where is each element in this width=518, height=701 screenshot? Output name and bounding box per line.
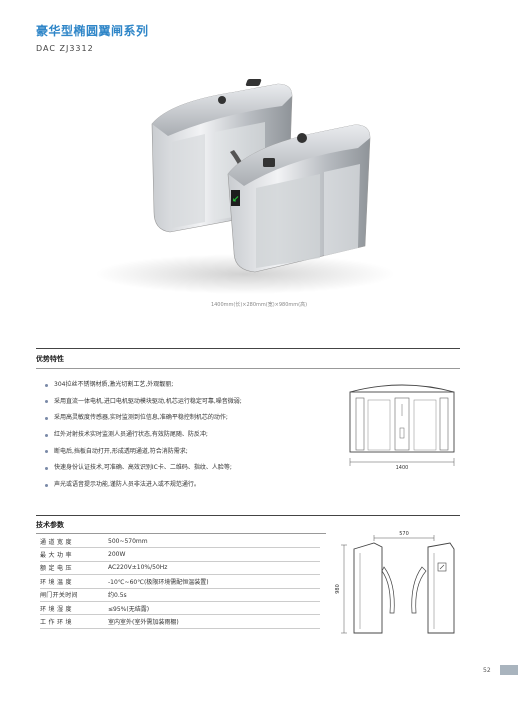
list-item: 断电后,挡板自动打开,形成透明通道,符合消防需求;: [40, 447, 340, 464]
turnstile-illustration: ↙: [95, 79, 395, 294]
specs-rule-top: [36, 515, 460, 516]
specs-heading: 技术参数: [36, 521, 64, 529]
bullet-icon: [45, 400, 48, 404]
page-number: 52: [483, 667, 491, 674]
front-elevation-drawing: 1400: [349, 384, 455, 471]
table-row: 环 境 温 度-10℃~60℃(极限环境需配恒温装置): [40, 574, 320, 589]
table-row: 闸门开关时间约0.5s: [40, 588, 320, 602]
bullet-icon: [45, 450, 48, 454]
list-item: 快速身份认证技术,可准确、高效识别IC卡、二维码、指纹、人脸等;: [40, 463, 340, 480]
list-item: 红外对射技术实时监测人员通行状态,有效防尾随、防反冲;: [40, 430, 340, 447]
specs-rule-bottom: [36, 533, 326, 534]
bullet-icon: [45, 416, 48, 420]
list-item: 采用直流一体电机,进口电机驱动模块驱动,机芯运行稳定可靠,噪音微弱;: [40, 397, 340, 414]
advantages-rule-top: [36, 348, 460, 349]
svg-text:↙: ↙: [232, 195, 240, 205]
advantages-heading: 优势特性: [36, 355, 64, 363]
front-width-label: 1400: [396, 465, 409, 471]
list-item: 声光或语音提示功能,谨防人员非法进入或不规范通行。: [40, 480, 340, 497]
bullet-icon: [45, 483, 48, 487]
advantages-list: 304拉丝不锈钢材质,激光切割工艺,外观靓丽; 采用直流一体电机,进口电机驱动模…: [40, 380, 340, 497]
table-row: 环 境 湿 度≤95%(无结露): [40, 601, 320, 616]
list-item: 304拉丝不锈钢材质,激光切割工艺,外观靓丽;: [40, 380, 340, 397]
product-image: ↙: [20, 62, 500, 324]
side-height-label: 980: [335, 584, 341, 594]
side-elevation-drawing: 570 980: [335, 531, 455, 634]
table-row: 工 作 环 境室内室外(室外需加装雨棚): [40, 614, 320, 629]
page-title: 豪华型椭圆翼闸系列: [36, 24, 149, 38]
list-item: 采用高灵敏度传感器,实时监测到位信息,准确平稳控制机芯的动作;: [40, 413, 340, 430]
page-tab-marker: [500, 665, 518, 675]
bullet-icon: [45, 383, 48, 387]
model-code: DAC ZJ3312: [36, 44, 94, 53]
advantages-rule-bottom: [36, 368, 460, 369]
dimensions-caption: 1400mm(长)×280mm(宽)×980mm(高): [210, 302, 308, 308]
bullet-icon: [45, 466, 48, 470]
bullet-icon: [45, 433, 48, 437]
side-width-label: 570: [399, 531, 409, 537]
